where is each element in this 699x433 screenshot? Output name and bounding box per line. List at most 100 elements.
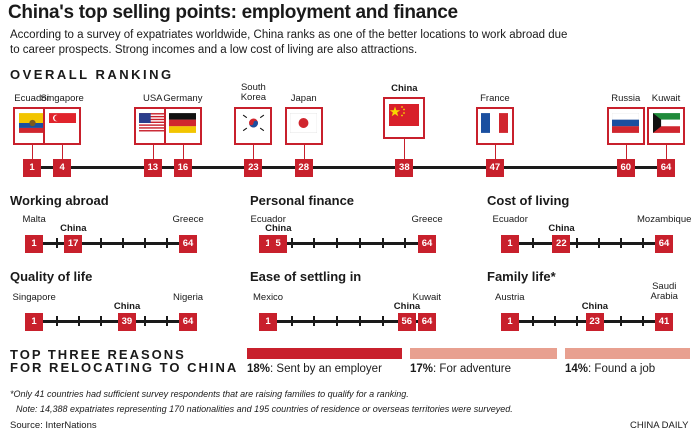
scale-tick: [56, 316, 58, 326]
scale-tick: [313, 238, 316, 248]
category-rank-badge: 41: [655, 313, 673, 331]
overall-rank-badge: 4: [53, 159, 72, 177]
category-rank-badge: 39: [117, 313, 136, 331]
scale-tick: [358, 316, 361, 326]
scale-tick: [290, 238, 293, 248]
category-country-label: Malta: [22, 214, 46, 225]
category-rank-badge: 5: [269, 235, 288, 253]
category-rank-badge: 64: [179, 235, 197, 253]
footnote: *Only 41 countries had sufficient survey…: [10, 389, 409, 399]
category-rank-badge: 1: [501, 235, 519, 253]
reason-text: : Sent by an employer: [270, 363, 382, 375]
scale-tick: [620, 238, 622, 248]
germany-flag-icon: [163, 107, 202, 145]
category-rank-badge: 17: [64, 235, 83, 253]
scale-tick: [532, 238, 534, 248]
reason-percent: 14%: [565, 363, 589, 375]
overall-country-label: Germany: [163, 93, 203, 104]
category-title: Family life*: [487, 269, 556, 284]
scale-tick: [381, 238, 384, 248]
category-country-label: Mozambique: [637, 214, 692, 225]
category-rank-badge: 64: [418, 235, 436, 253]
category-scale-line: [34, 242, 188, 245]
overall-country-label: Japan: [290, 93, 317, 104]
overall-country-label: Ecuador: [14, 93, 50, 104]
flag-stem: [62, 145, 64, 166]
scale-tick: [358, 238, 361, 248]
overall-rank-badge: 47: [485, 159, 504, 177]
scale-tick: [290, 316, 293, 326]
category-scale-line: [34, 320, 188, 323]
source: Source: InterNations: [10, 420, 97, 431]
intro-text: According to a survey of expatriates wor…: [10, 29, 568, 56]
russia-flag-icon: [606, 107, 645, 145]
flag-stem: [404, 139, 406, 166]
category-rank-badge: 1: [501, 313, 519, 331]
category-title: Cost of living: [487, 193, 570, 208]
scale-tick: [78, 316, 80, 326]
reason-label: 18%: Sent by an employer: [247, 363, 382, 375]
scale-tick: [144, 316, 146, 326]
overall-rank-badge: 1: [23, 159, 41, 177]
category-country-label: Mexico: [253, 292, 284, 303]
category-title: Quality of life: [10, 269, 93, 284]
category-scale-line: [510, 242, 664, 245]
scale-tick: [576, 316, 578, 326]
france-flag-icon: [475, 107, 514, 145]
reason-text: : Found a job: [588, 363, 656, 375]
credit: CHINA DAILY: [630, 420, 689, 431]
category-country-label: Kuwait: [412, 292, 442, 303]
scale-tick: [100, 238, 102, 248]
scale-tick: [620, 316, 622, 326]
category-country-label: Nigeria: [173, 292, 204, 303]
flag-stem: [303, 145, 305, 166]
kuwait-flag-icon: [647, 107, 685, 145]
category-country-label: Singapore: [12, 292, 56, 303]
overall-country-label: France: [480, 93, 510, 104]
overall-country-label: Singapore: [40, 93, 84, 104]
scale-tick: [122, 238, 124, 248]
category-scale-line: [268, 242, 427, 245]
category-country-label: China: [60, 223, 87, 234]
category-rank-badge: 56: [397, 313, 416, 331]
category-country-label: Ecuador: [492, 214, 528, 225]
category-title: Ease of settling in: [250, 269, 362, 284]
overall-rank-badge: 38: [395, 159, 414, 177]
category-rank-badge: 23: [585, 313, 604, 331]
category-rank-badge: 64: [179, 313, 197, 331]
category-country-label: China: [393, 301, 421, 312]
category-rank-badge: 64: [655, 235, 673, 253]
reason-bar: [247, 348, 402, 359]
flag-stem: [494, 145, 496, 166]
category-country-label: Greece: [411, 214, 443, 225]
category-rank-badge: 22: [552, 235, 571, 253]
category-country-label: Austria: [495, 292, 525, 303]
category-country-label: China: [113, 301, 141, 312]
overall-country-label: USA: [142, 93, 163, 104]
scale-tick: [100, 316, 102, 326]
scale-tick: [166, 316, 168, 326]
reason-bar: [565, 348, 690, 359]
scale-tick: [532, 316, 534, 326]
category-country-label: China: [548, 223, 575, 234]
page-title: China's top selling points: employment a…: [8, 2, 458, 23]
scale-tick: [381, 316, 384, 326]
scale-tick: [166, 238, 168, 248]
reasons-heading-line1: TOP THREE REASONS: [10, 347, 186, 362]
overall-rank-badge: 16: [173, 159, 192, 177]
category-title: Personal finance: [250, 193, 355, 208]
south-korea-flag-icon: [234, 107, 273, 145]
flag-stem: [253, 145, 255, 166]
overall-country-label: Russia: [611, 93, 641, 104]
flag-stem: [182, 145, 184, 166]
category-rank-badge: 1: [25, 313, 43, 331]
scale-tick: [336, 238, 339, 248]
category-country-label: Ecuador: [250, 214, 286, 225]
category-country-label: China: [581, 301, 609, 312]
reason-percent: 18%: [247, 363, 271, 375]
japan-flag-icon: [284, 107, 323, 145]
flag-stem: [32, 145, 33, 166]
category-rank-badge: 1: [25, 235, 43, 253]
